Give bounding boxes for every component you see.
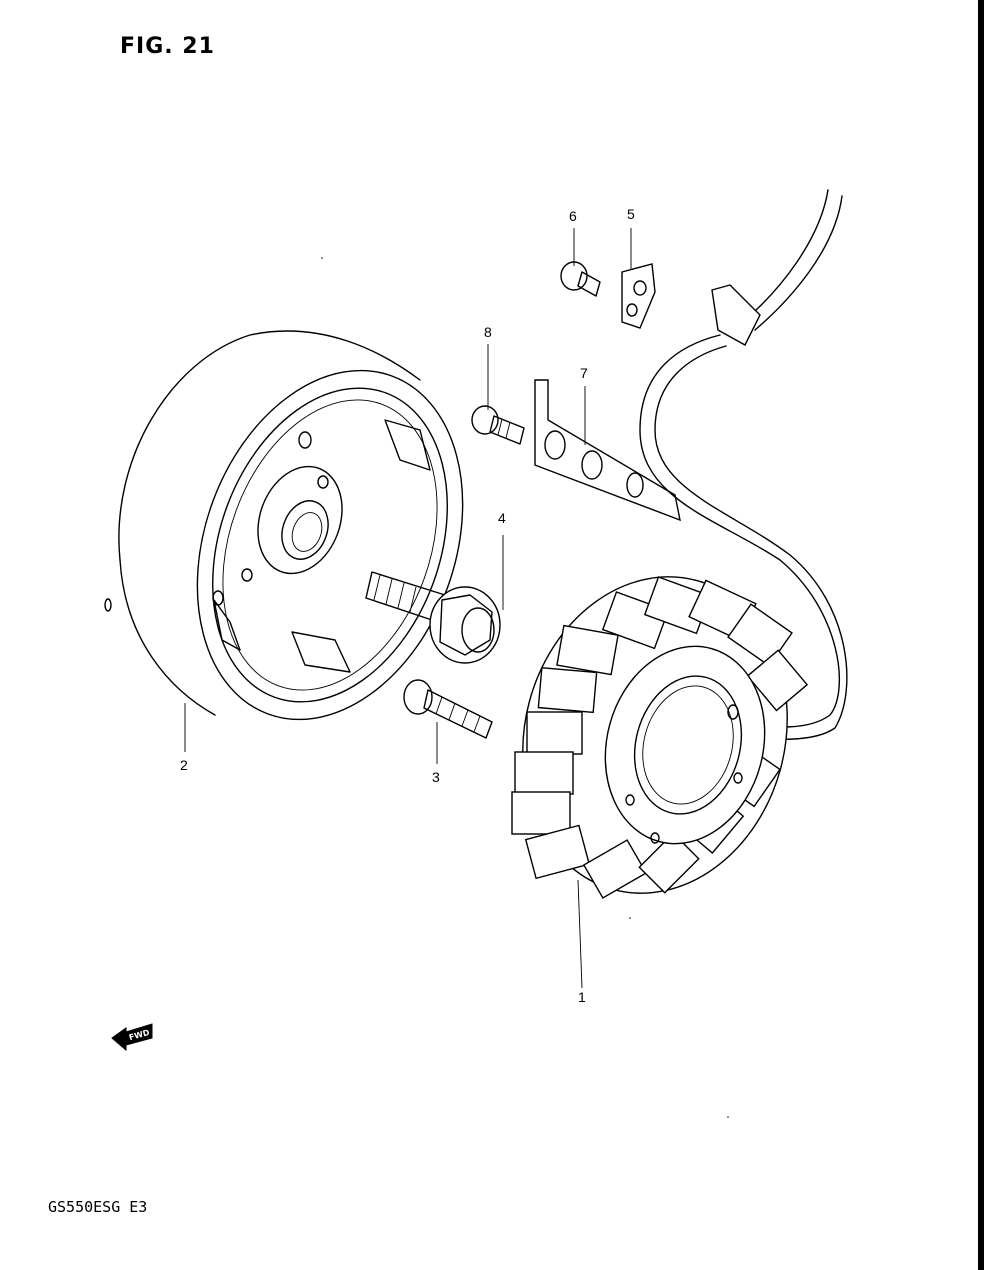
callout-7: 7 (580, 365, 588, 381)
bolt-part-4 (365, 571, 501, 664)
callout-6: 6 (569, 208, 577, 224)
figure-title: FIG. 21 (120, 34, 215, 59)
stator-part (511, 576, 809, 899)
screw-part-3 (403, 679, 493, 739)
callout-5: 5 (627, 206, 635, 222)
page-edge-border (978, 0, 984, 1270)
callout-labels: 1 2 3 4 5 6 7 8 (180, 206, 635, 1005)
callout-2: 2 (180, 757, 188, 773)
callout-8: 8 (484, 324, 492, 340)
leader-lines (184, 228, 632, 989)
clamp-part-7 (534, 379, 681, 522)
fwd-arrow-icon: FWD (111, 1023, 153, 1052)
callout-4: 4 (498, 510, 506, 526)
bolt-part-8 (471, 405, 525, 445)
gasket-part-5 (621, 263, 656, 329)
model-code: GS550ESG E3 (48, 1198, 148, 1216)
callout-1: 1 (578, 989, 586, 1005)
callout-3: 3 (432, 769, 440, 785)
bolt-part-6 (560, 261, 601, 297)
wire-harness (639, 189, 848, 740)
rotor-part (104, 330, 464, 721)
